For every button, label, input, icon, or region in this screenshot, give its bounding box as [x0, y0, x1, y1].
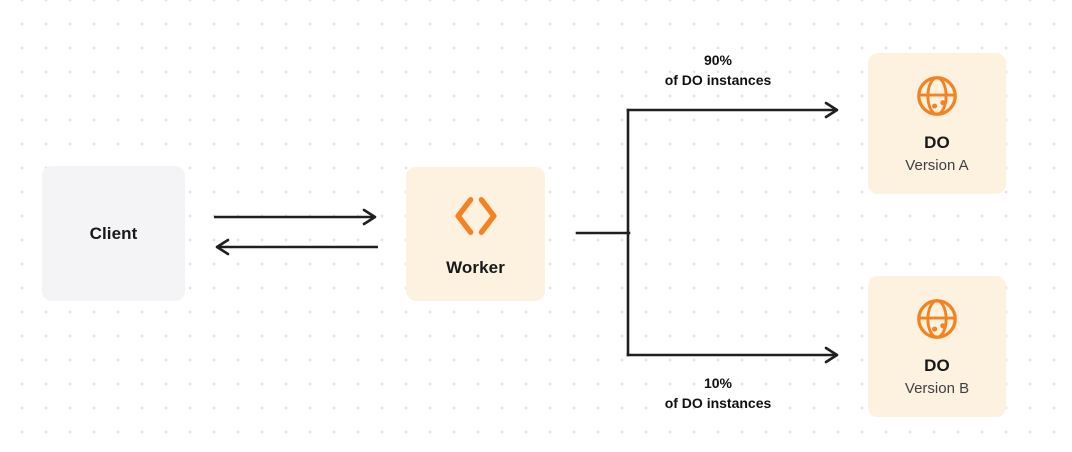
top-branch-caption: of DO instances [664, 72, 772, 88]
worker-label: Worker [446, 258, 505, 277]
top-branch-label: 90% of DO instances [623, 50, 813, 90]
bottom-branch-percent: 10% [703, 375, 733, 391]
client-label: Client [89, 223, 138, 243]
globe-icon [914, 73, 960, 119]
do-version-b-node: DO Version B [868, 276, 1006, 417]
worker-node: Worker [406, 167, 545, 301]
do-version-b-title: DO [924, 356, 950, 375]
bottom-branch-label: 10% of DO instances [623, 373, 813, 413]
top-branch-percent: 90% [703, 52, 733, 68]
do-version-b-subtitle: Version B [904, 380, 970, 397]
workers-brackets-icon [450, 190, 502, 242]
do-version-a-subtitle: Version A [905, 157, 969, 174]
do-version-a-title: DO [924, 133, 950, 152]
client-node: Client [42, 166, 185, 301]
bottom-branch-caption: of DO instances [664, 395, 772, 411]
globe-icon [914, 296, 960, 342]
do-version-a-node: DO Version A [868, 53, 1006, 194]
